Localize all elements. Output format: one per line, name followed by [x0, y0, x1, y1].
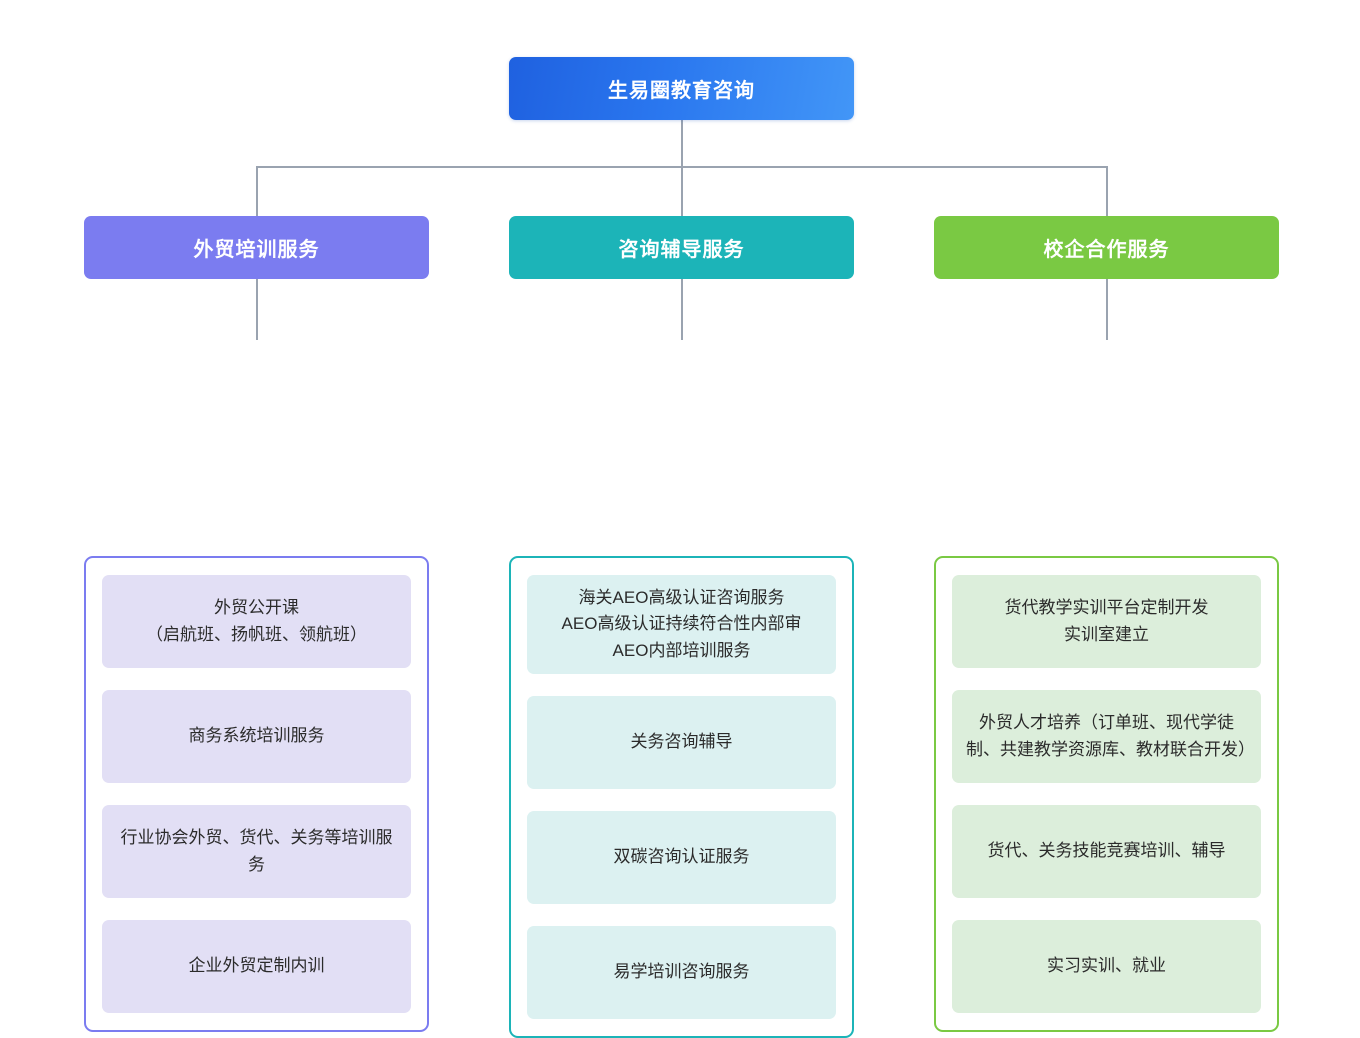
- service-card[interactable]: 商务系统培训服务: [102, 690, 411, 783]
- branch-column-1: 外贸培训服务 外贸公开课 （启航班、扬帆班、领航班） 商务系统培训服务 行业协会…: [84, 216, 429, 1032]
- service-card[interactable]: 关务咨询辅导: [527, 696, 836, 790]
- branch-column-3: 校企合作服务 货代教学实训平台定制开发 实训室建立 外贸人才培养（订单班、现代学…: [934, 216, 1279, 1032]
- service-card[interactable]: 行业协会外贸、货代、关务等培训服务: [102, 805, 411, 898]
- connector-root-stem: [681, 120, 683, 167]
- service-card-label: 行业协会外贸、货代、关务等培训服务: [120, 828, 393, 874]
- connector-stem-group-1: [256, 279, 258, 340]
- root-node[interactable]: 生易圈教育咨询: [509, 57, 854, 120]
- service-group-1: 外贸公开课 （启航班、扬帆班、领航班） 商务系统培训服务 行业协会外贸、货代、关…: [84, 556, 429, 1032]
- service-card-label: 货代、关务技能竞赛培训、辅导: [987, 841, 1226, 861]
- category-header-2-label: 咨询辅导服务: [618, 239, 745, 261]
- service-card-label: 外贸公开课 （启航班、扬帆班、领航班）: [146, 598, 367, 644]
- connector-drop-branch-1: [256, 166, 258, 216]
- root-node-label: 生易圈教育咨询: [608, 80, 755, 102]
- connector-drop-branch-3: [1106, 166, 1108, 216]
- category-header-1-label: 外贸培训服务: [193, 239, 320, 261]
- category-header-3-label: 校企合作服务: [1043, 239, 1170, 261]
- service-card-label: 商务系统培训服务: [188, 726, 325, 746]
- service-card-label: 易学培训咨询服务: [613, 962, 750, 982]
- service-card-label: 外贸人才培养（订单班、现代学徒制、共建教学资源库、教材联合开发）: [966, 713, 1255, 759]
- category-header-1[interactable]: 外贸培训服务: [84, 216, 429, 279]
- service-card-label: 企业外贸定制内训: [188, 956, 325, 976]
- service-card[interactable]: 易学培训咨询服务: [527, 926, 836, 1020]
- service-card-label: 货代教学实训平台定制开发 实训室建立: [1004, 598, 1209, 644]
- service-card[interactable]: 双碳咨询认证服务: [527, 811, 836, 905]
- service-card[interactable]: 企业外贸定制内训: [102, 920, 411, 1013]
- org-chart: 生易圈教育咨询 外贸培训服务 外贸公开课 （启航班、扬帆班、领航班） 商务系统培…: [84, 57, 1279, 1038]
- connector-drop-branch-2: [681, 166, 683, 216]
- service-card[interactable]: 外贸人才培养（订单班、现代学徒制、共建教学资源库、教材联合开发）: [952, 690, 1261, 783]
- service-group-3: 货代教学实训平台定制开发 实训室建立 外贸人才培养（订单班、现代学徒制、共建教学…: [934, 556, 1279, 1032]
- service-card-label: 关务咨询辅导: [630, 732, 733, 752]
- connector-stem-group-3: [1106, 279, 1108, 340]
- service-card[interactable]: 实习实训、就业: [952, 920, 1261, 1013]
- service-card-label: 海关AEO高级认证咨询服务 AEO高级认证持续符合性内部审 AEO内部培训服务: [561, 588, 802, 660]
- service-group-2: 海关AEO高级认证咨询服务 AEO高级认证持续符合性内部审 AEO内部培训服务 …: [509, 556, 854, 1038]
- service-card-label: 实习实训、就业: [1047, 956, 1166, 976]
- service-card[interactable]: 海关AEO高级认证咨询服务 AEO高级认证持续符合性内部审 AEO内部培训服务: [527, 575, 836, 675]
- connector-horizontal-bus: [256, 166, 1107, 168]
- service-card[interactable]: 货代教学实训平台定制开发 实训室建立: [952, 575, 1261, 668]
- category-header-2[interactable]: 咨询辅导服务: [509, 216, 854, 279]
- service-card[interactable]: 货代、关务技能竞赛培训、辅导: [952, 805, 1261, 898]
- service-card-label: 双碳咨询认证服务: [613, 847, 750, 867]
- branch-column-2: 咨询辅导服务 海关AEO高级认证咨询服务 AEO高级认证持续符合性内部审 AEO…: [509, 216, 854, 1038]
- connector-stem-group-2: [681, 279, 683, 340]
- category-header-3[interactable]: 校企合作服务: [934, 216, 1279, 279]
- service-card[interactable]: 外贸公开课 （启航班、扬帆班、领航班）: [102, 575, 411, 668]
